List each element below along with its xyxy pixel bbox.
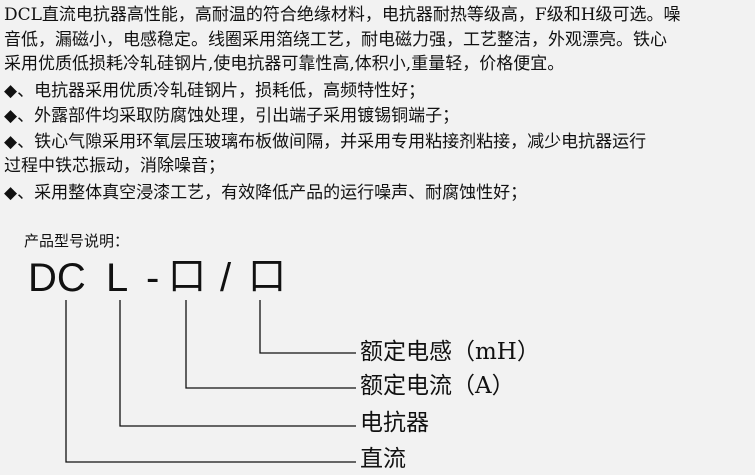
label-reactor: 电抗器 — [360, 410, 429, 436]
intro-line-1: DCL直流电抗器高性能，高耐温的符合绝缘材料，电抗器耐热等级高，F级和H级可选。… — [4, 5, 681, 25]
label-current: 额定电流（A） — [360, 373, 515, 399]
line-dc — [65, 300, 356, 463]
feature-3: ◆、铁心气隙采用环氧层压玻璃布板做间隔，并采用专用粘接剂粘接，减少电抗器运行 — [4, 132, 647, 152]
code-dc: DC — [28, 256, 86, 300]
feature-2: ◆、外露部件均采取防腐蚀处理，引出端子采用镀锡铜端子； — [4, 106, 460, 126]
code-l: L — [106, 256, 129, 300]
code-slash: / — [220, 256, 232, 300]
code-box-1: 口 — [168, 254, 207, 298]
label-dc: 直流 — [360, 446, 406, 472]
feature-4: ◆、采用整体真空浸漆工艺，有效降低产品的运行噪声、耐腐蚀性好； — [4, 183, 528, 203]
line-current — [185, 300, 356, 389]
model-title: 产品型号说明： — [24, 232, 130, 250]
intro-line-2: 音低，漏磁小，电感稳定。线圈采用箔绕工艺，耐电磁力强，工艺整洁，外观漂亮。铁心 — [4, 30, 667, 50]
line-inductance — [259, 300, 356, 354]
code-dash: - — [146, 256, 160, 300]
code-box-2: 口 — [248, 254, 287, 298]
feature-1: ◆、电抗器采用优质冷轧硅钢片，损耗低，高频特性好； — [4, 81, 426, 101]
line-l — [119, 300, 356, 427]
feature-3-cont: 过程中铁芯振动，消除噪音； — [4, 156, 225, 176]
intro-line-3: 采用优质低损耗冷轧硅钢片,使电抗器可靠性高,体积小,重量轻，价格便宜。 — [4, 54, 565, 74]
label-inductance: 额定电感（mH） — [360, 339, 540, 365]
